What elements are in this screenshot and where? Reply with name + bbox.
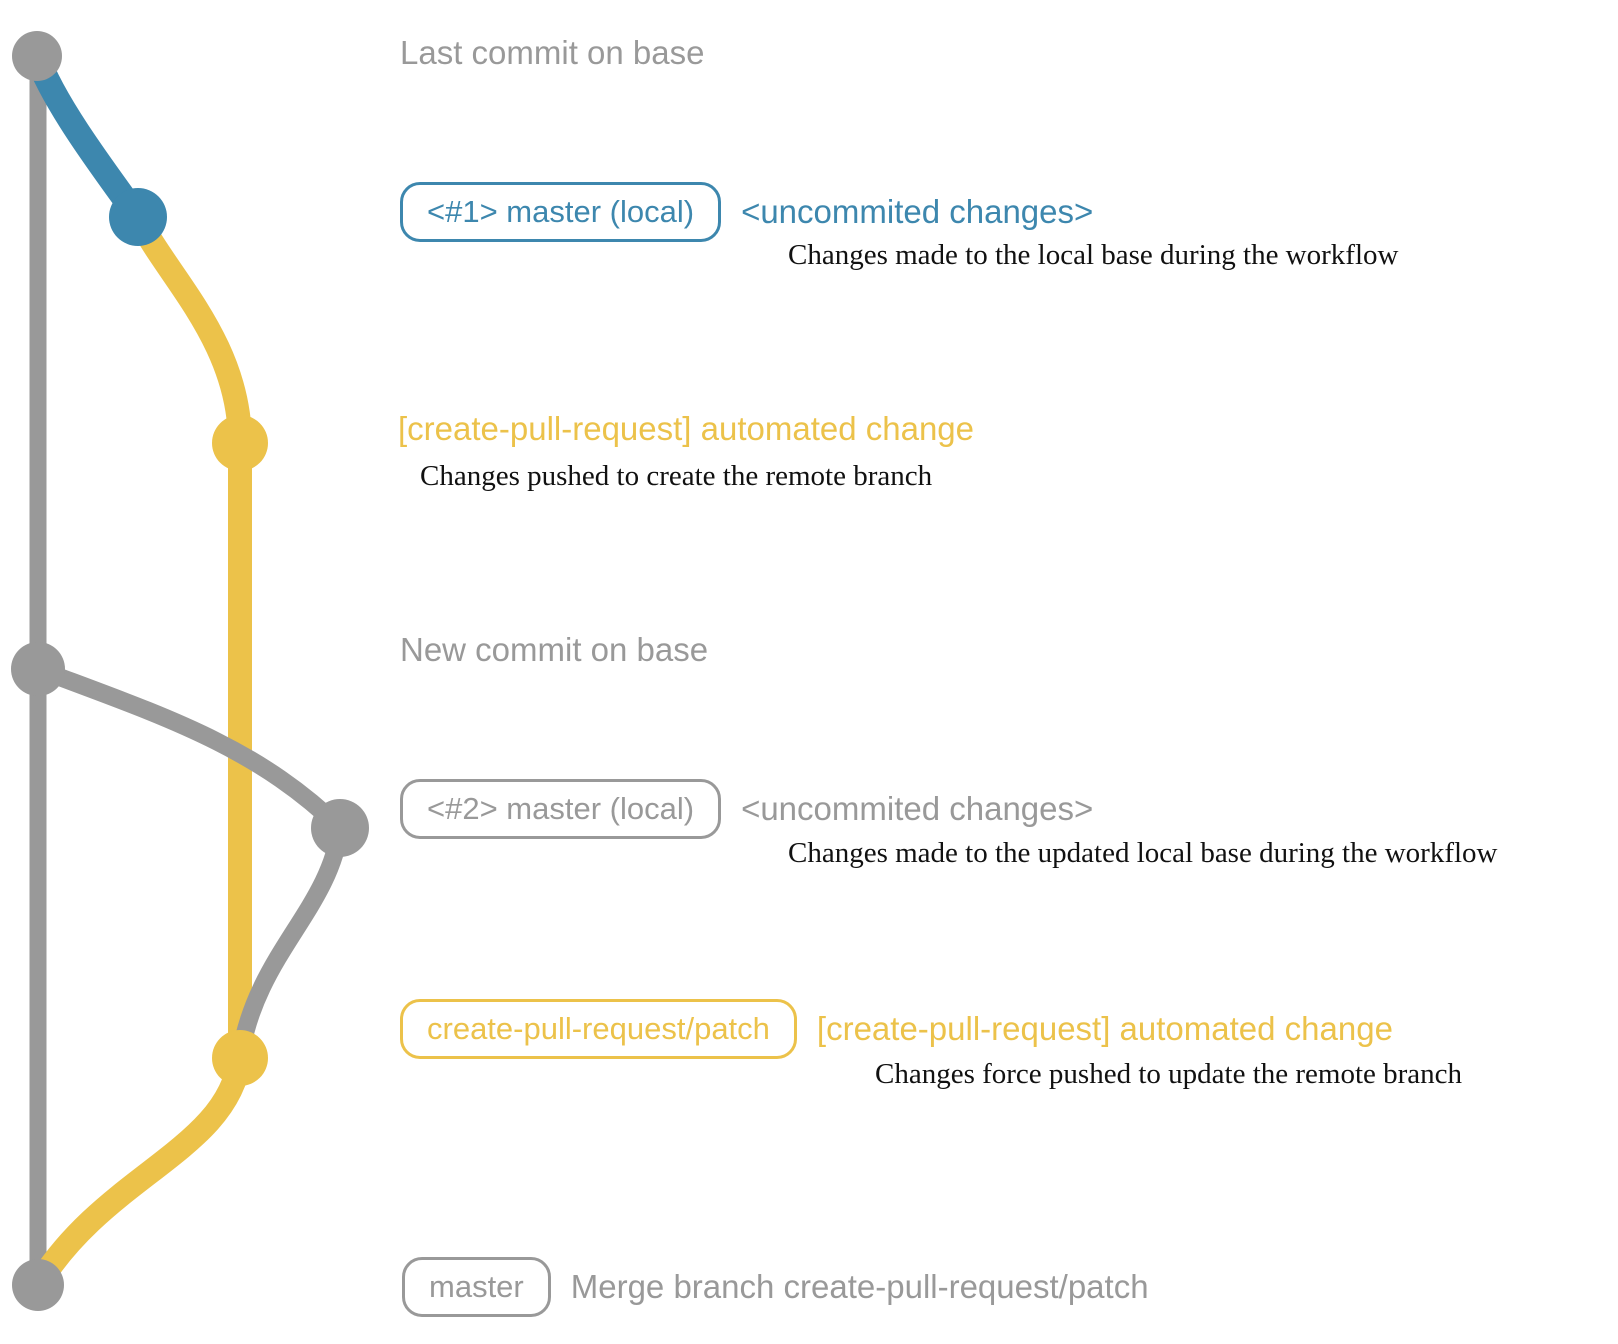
commit-node-uncommitted-1 (109, 188, 167, 246)
commit-message-automated-change-2: [create-pull-request] automated change (816, 1009, 1393, 1047)
heading-new-commit-on-base: New commit on base (400, 631, 709, 668)
commit-node-uncommitted-2 (311, 799, 369, 857)
note-pushed-create-remote: Changes pushed to create the remote bran… (420, 460, 933, 492)
commit-message-automated-change-1: [create-pull-request] automated change (398, 410, 975, 447)
edge-local-master-2 (34, 660, 347, 835)
commit-node-new-base (11, 642, 65, 696)
commit-node-patch-2 (212, 1030, 268, 1086)
heading-last-commit-on-base: Last commit on base (400, 34, 705, 71)
commit-message-uncommitted-1: <uncommited changes> (741, 192, 1094, 230)
note-local-changes-1: Changes made to the local base during th… (788, 239, 1399, 271)
branch-label-create-pull-request-patch: create-pull-request/patch (400, 999, 797, 1059)
commit-node-patch-1 (212, 415, 268, 471)
commit-node-last-base (12, 31, 62, 81)
commit-message-merge: Merge branch create-pull-request/patch (570, 1267, 1149, 1305)
branch-label-master-local-1: <#1> master (local) (400, 182, 722, 242)
branch-label-master: master (402, 1257, 551, 1317)
commit-message-uncommitted-2: <uncommited changes> (741, 789, 1094, 827)
note-local-changes-2: Changes made to the updated local base d… (788, 837, 1498, 869)
branch-label-master-local-2: <#2> master (local) (400, 779, 722, 839)
edge-patch-merge (27, 1055, 252, 1292)
commit-graph (11, 31, 369, 1311)
commit-node-merge (12, 1259, 64, 1311)
note-force-pushed-update-remote: Changes force pushed to update the remot… (875, 1058, 1463, 1090)
edge-patch-branch-create (127, 211, 252, 444)
edge-local-to-patch-2 (231, 826, 349, 1060)
